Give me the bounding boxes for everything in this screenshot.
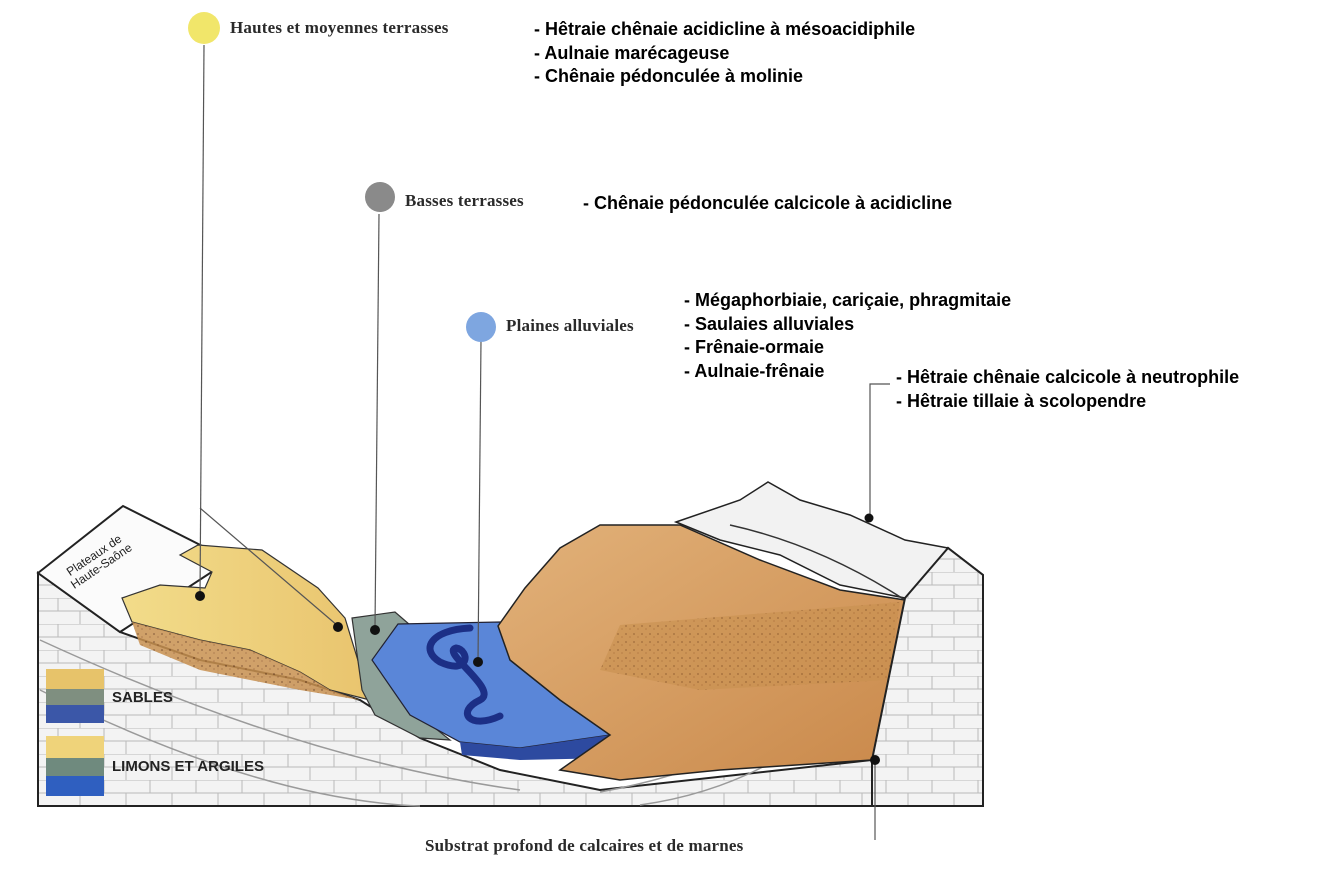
river-meander: [426, 624, 504, 725]
vegetation-item: - Chênaie pédonculée calcicole à acidicl…: [583, 193, 953, 213]
substrate-caption: Substrat profond de calcaires et de marn…: [425, 836, 744, 855]
legend-swatches: [46, 669, 104, 796]
zone-label-alluvial-plains: Plaines alluviales: [506, 316, 634, 335]
high-terrace-marker-icon: [188, 12, 220, 44]
vegetation-list-alluvial-plains: - Mégaphorbiaie, cariçaie, phragmitaie -…: [684, 289, 1011, 383]
vegetation-list-high-terraces: - Hêtraie chênaie acidicline à mésoacidi…: [534, 18, 915, 89]
vegetation-item: - Hêtraie chênaie acidicline à mésoacidi…: [534, 19, 916, 39]
right-hill-strata: [600, 602, 900, 690]
vegetation-item: - Aulnaie-frênaie: [684, 360, 825, 381]
vegetation-item: - Frênaie-ormaie: [684, 337, 825, 357]
alluvial-plain-marker-icon: [466, 312, 496, 342]
vegetation-item: - Chênaie pédonculée à molinie: [534, 66, 804, 86]
zone-label-high-terraces: Hautes et moyennes terrasses: [230, 18, 449, 37]
leader-lines: [199, 44, 890, 840]
legend-label-limons-argiles: LIMONS ET ARGILES: [112, 758, 264, 775]
vegetation-item: - Hêtraie tillaie à scolopendre: [896, 390, 1147, 411]
vegetation-item: - Saulaies alluviales: [684, 313, 855, 334]
ridge-cap: [673, 481, 950, 599]
vegetation-item: - Aulnaie marécageuse: [534, 42, 730, 63]
vegetation-item: - Mégaphorbiaie, cariçaie, phragmitaie: [684, 290, 1012, 310]
vegetation-item: - Hêtraie chênaie calcicole à neutrophil…: [896, 367, 1240, 387]
vegetation-list-calcareous-slopes: - Hêtraie chênaie calcicole à neutrophil…: [896, 366, 1239, 413]
high-terrace-sand-layer: [132, 622, 360, 700]
low-terrace-marker-icon: [365, 182, 395, 212]
legend-label-sables: SABLES: [112, 689, 173, 706]
vegetation-list-low-terraces: - Chênaie pédonculée calcicole à acidicl…: [583, 192, 952, 216]
ridge-line: [729, 524, 906, 601]
location-dots: [195, 513, 880, 765]
zone-label-low-terraces: Basses terrasses: [405, 191, 524, 210]
alluvial-base: [460, 735, 612, 760]
